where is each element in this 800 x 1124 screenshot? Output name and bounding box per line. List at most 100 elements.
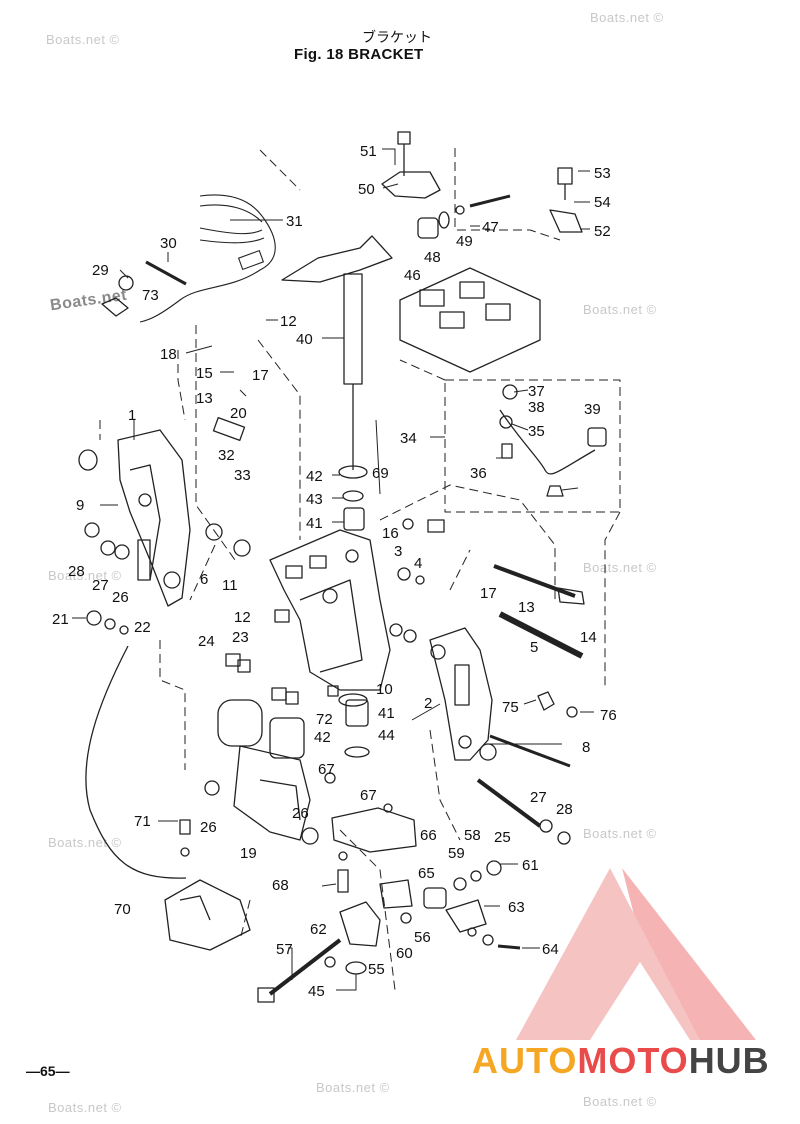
callout-label: 67 [360,787,377,804]
callout-label: 13 [518,599,535,616]
callout-label: 19 [240,845,257,862]
pipe [499,409,596,475]
callout-label: 27 [92,577,109,594]
callout-label: 8 [582,739,590,756]
callout-label: 69 [372,465,389,482]
callout-label: 58 [464,827,481,844]
callout-label: 24 [198,633,215,650]
swivel-top-plate [399,267,541,373]
callout-label: 37 [528,383,545,400]
steering-bracket-upper [381,131,583,239]
callout-label: 60 [396,945,413,962]
callout-label: 53 [594,165,611,182]
callout-label: 17 [480,585,497,602]
callout-label: 26 [200,819,217,836]
callout-label: 59 [448,845,465,862]
callout-label: 23 [232,629,249,646]
watermark: Boats.net © [590,10,664,25]
reference-lines [99,148,621,991]
callout-label: 33 [234,467,251,484]
brand-logo-icon [516,868,756,1040]
watermark: Boats.net © [583,1094,657,1109]
callout-label: 26 [292,805,309,822]
callout-label: 12 [234,609,251,626]
callout-label: 66 [420,827,437,844]
clamp-bracket-right [429,627,493,761]
callout-label: 50 [358,181,375,198]
callout-label: 47 [482,219,499,236]
page-number: —65— [26,1063,70,1079]
callout-label: 28 [556,801,573,818]
callout-label: 13 [196,390,213,407]
watermark: Boats.net © [48,1100,122,1115]
wiring-harness [139,194,276,323]
callout-label: 34 [400,430,417,447]
callout-label: 9 [76,497,84,514]
watermark: Boats.net © [583,302,657,317]
callout-label: 21 [52,611,69,628]
callout-label: 25 [494,829,511,846]
callout-label: 22 [134,619,151,636]
callout-label: 63 [508,899,525,916]
callout-label: 30 [160,235,177,252]
callout-label: 18 [160,346,177,363]
callout-label: 64 [542,941,559,958]
brand-part-2: MOTO [577,1040,689,1081]
callout-label: 15 [196,365,213,382]
callout-label: 14 [580,629,597,646]
brand-wordmark: AUTOMOTOHUB [472,1040,770,1082]
callout-label: 51 [360,143,377,160]
anode-plate [331,807,417,853]
callout-label: 16 [382,525,399,542]
callout-label: 49 [456,233,473,250]
brand-part-1: AUTO [472,1040,578,1081]
callout-label: 67 [318,761,335,778]
callout-label: 3 [394,543,402,560]
callout-label: 57 [276,941,293,958]
callout-label: 75 [502,699,519,716]
callout-label: 44 [378,727,395,744]
callout-label: 61 [522,857,539,874]
steering-shaft [281,235,393,470]
callout-label: 17 [252,367,269,384]
callout-label: 62 [310,921,327,938]
callout-label: 65 [418,865,435,882]
callout-label: 71 [134,813,151,830]
callout-label: 2 [424,695,432,712]
power-trim-unit [217,699,311,841]
callout-label: 35 [528,423,545,440]
callout-label: 32 [218,447,235,464]
callout-label: 40 [296,331,313,348]
callout-label: 26 [112,589,129,606]
callout-label: 45 [308,983,325,1000]
cowl-bottom [164,879,251,951]
figure-title: Fig. 18 BRACKET [294,46,424,63]
callout-label: 28 [68,563,85,580]
callout-label: 72 [316,711,333,728]
watermark: Boats.net © [583,560,657,575]
callout-label: 10 [376,681,393,698]
callout-label: 6 [200,571,208,588]
callout-label: 20 [230,405,247,422]
clamp-bracket-left [117,429,191,607]
watermark: Boats.net © [48,835,122,850]
callout-label: 42 [306,468,323,485]
callout-label: 56 [414,929,431,946]
callout-label: 68 [272,877,289,894]
watermark: Boats.net © [583,826,657,841]
watermark: Boats.net © [48,568,122,583]
callout-label: 27 [530,789,547,806]
callout-label: 41 [306,515,323,532]
callout-label: 36 [470,465,487,482]
callout-label: 55 [368,961,385,978]
callout-label: 43 [306,491,323,508]
callout-label: 54 [594,194,611,211]
callout-label: 31 [286,213,303,230]
callout-labels: 51 50 53 54 52 47 49 48 46 31 30 29 73 1… [52,143,617,1000]
brand-part-3: HUB [688,1040,770,1081]
title-japanese: ブラケット [362,29,432,45]
callout-label: 39 [584,401,601,418]
callout-label: 12 [280,313,297,330]
callout-label: 4 [414,555,422,572]
